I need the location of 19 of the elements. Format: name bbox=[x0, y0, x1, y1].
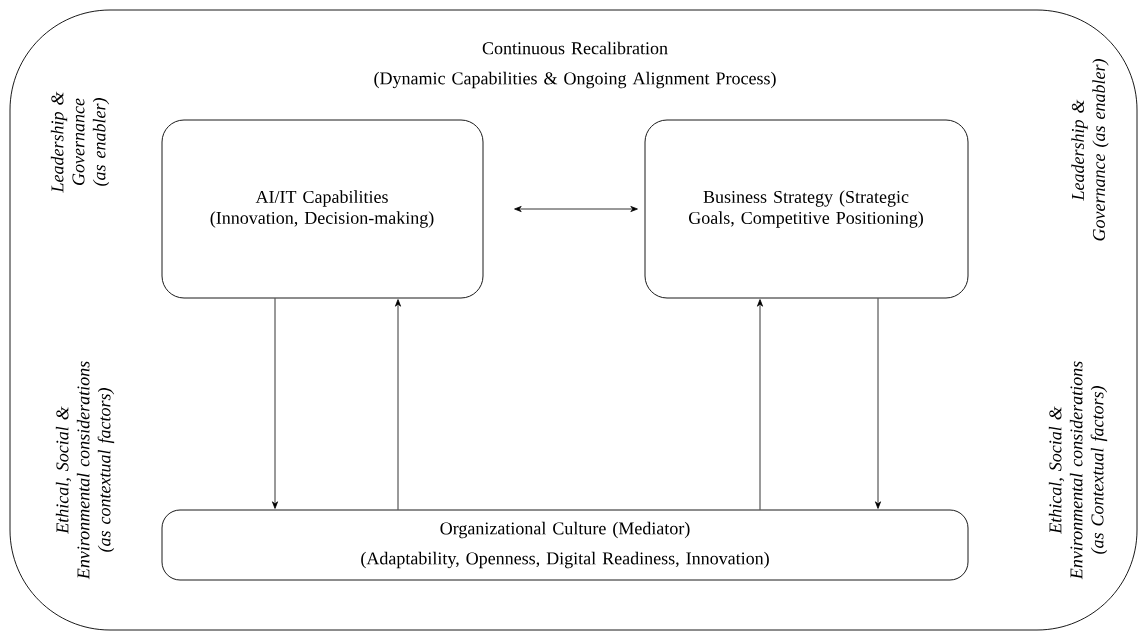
box-text: (Adaptability, Openness, Digital Readiness, Innovation) bbox=[361, 551, 769, 569]
arrow bbox=[514, 206, 638, 212]
capability-box bbox=[161, 119, 484, 299]
side-note: Leadership & Governance (as enabler) bbox=[1071, 59, 1109, 241]
arrow bbox=[875, 298, 881, 509]
recalibration-frame bbox=[9, 9, 1138, 631]
strategy-box bbox=[644, 119, 969, 299]
arrow bbox=[272, 298, 278, 509]
box-text: Organizational Culture (Mediator) bbox=[440, 521, 690, 539]
side-note: Ethical, Social & Environmental considerations (as contextual factors) bbox=[55, 361, 115, 580]
box-text: Continuous Recalibration bbox=[482, 41, 668, 55]
arrow bbox=[757, 299, 763, 510]
box-text: (Dynamic Capabilities & Ongoing Alignment Process) bbox=[374, 71, 776, 89]
box-text: Business Strategy (Strategic Goals, Competitive Positioning) bbox=[689, 190, 923, 228]
culture-box bbox=[161, 509, 969, 581]
side-note: Leadership & Governance (as enabler) bbox=[50, 91, 110, 193]
arrow bbox=[395, 299, 401, 510]
side-note: Ethical, Social & Environmental considerations (as Contextual factors) bbox=[1048, 361, 1108, 580]
box-text: AI/IT Capabilities (Innovation, Decision-making) bbox=[210, 190, 434, 228]
